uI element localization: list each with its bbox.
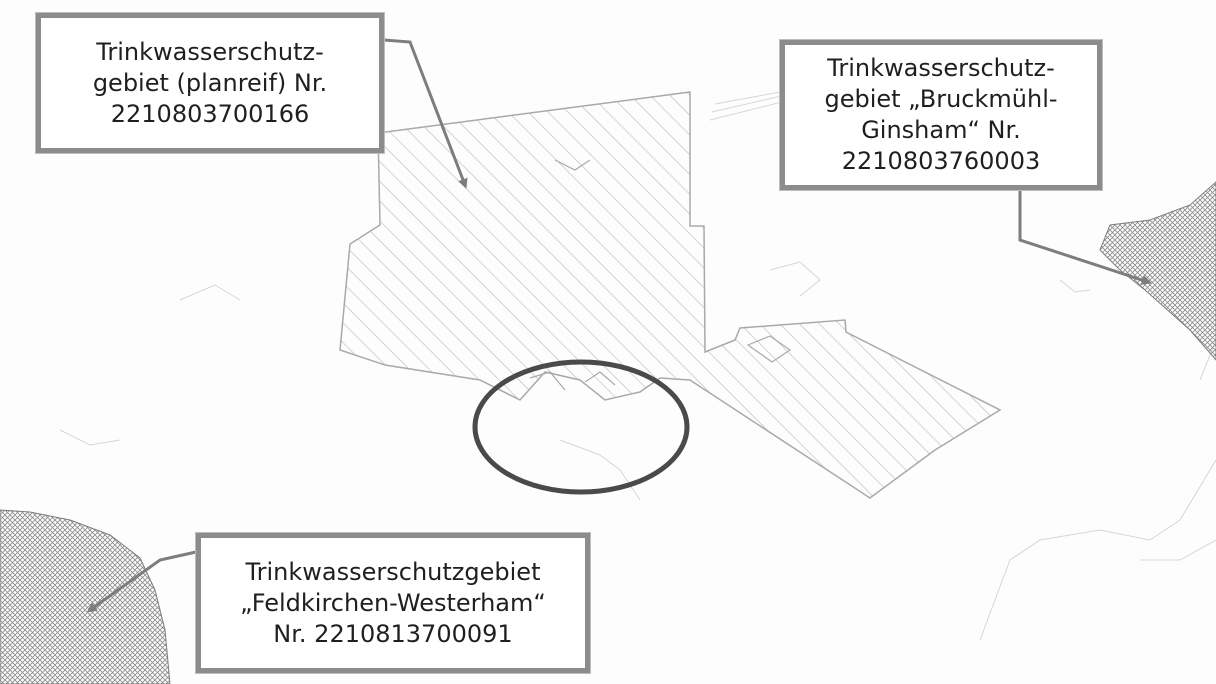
label-bruckmuehl-line4: 2210803760003 xyxy=(841,147,1041,175)
protection-zone-bruckmuehl xyxy=(1099,181,1216,361)
protection-zone-feldkirchen xyxy=(0,509,171,684)
label-planreif-line2: gebiet (planreif) Nr. xyxy=(92,68,328,97)
arrow-planreif xyxy=(383,38,468,189)
label-feldkirchen-line1: Trinkwasserschutzgebiet xyxy=(245,557,541,586)
label-feldkirchen-line2: „Feldkirchen-Westerham“ xyxy=(240,588,546,617)
label-planreif: Trinkwasserschutz- gebiet (planreif) Nr.… xyxy=(35,12,385,154)
label-planreif-line1: Trinkwasserschutz- xyxy=(96,37,324,66)
label-planreif-line3: 2210803700166 xyxy=(110,99,310,128)
arrow-bruckmuehl xyxy=(1018,190,1152,285)
label-bruckmuehl: Trinkwasserschutz- gebiet „Bruckmühl- Gi… xyxy=(779,39,1103,191)
label-feldkirchen-line3: Nr. 2210813700091 xyxy=(273,619,513,648)
label-feldkirchen: Trinkwasserschutzgebiet „Feldkirchen-Wes… xyxy=(195,532,591,674)
arrow-feldkirchen xyxy=(86,550,197,613)
background-map-traces xyxy=(59,81,1216,641)
label-bruckmuehl-line1: Trinkwasserschutz- xyxy=(827,54,1055,82)
protection-zone-planreif xyxy=(339,91,1002,499)
zone-detail-marks xyxy=(529,159,792,391)
highlight-circle xyxy=(472,359,690,495)
label-bruckmuehl-line3: Ginsham“ Nr. xyxy=(861,116,1021,144)
label-bruckmuehl-line2: gebiet „Bruckmühl- xyxy=(824,85,1058,113)
